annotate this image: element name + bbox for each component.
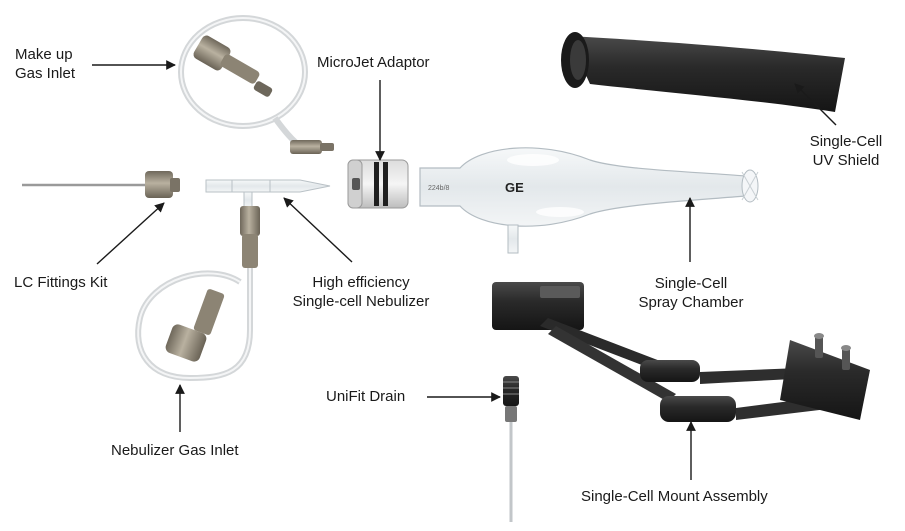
label-microjet-adaptor: MicroJet Adaptor (317, 54, 430, 71)
makeup-gas-inlet-part (178, 15, 334, 154)
uv-shield-part (561, 32, 845, 112)
label-nebulizer: High efficiency Single-cell Nebulizer (292, 274, 430, 310)
chamber-code: 224b/8 (428, 185, 450, 192)
label-makeup-gas-inlet: Make up Gas Inlet (15, 46, 76, 82)
lc-fittings-kit-part (22, 171, 180, 198)
spray-chamber-part: GE 224b/8 (419, 147, 759, 254)
label-nebulizer-gas-inlet: Nebulizer Gas Inlet (111, 442, 239, 459)
unifit-drain-part (503, 376, 519, 522)
nebulizer-part (205, 179, 331, 209)
label-unifit-drain: UniFit Drain (326, 388, 406, 405)
arrow-nebulizer (283, 197, 353, 263)
arrow-lc-fittings (96, 202, 165, 265)
ge-logo: GE (505, 180, 524, 195)
callout-arrows (92, 60, 837, 480)
microjet-adaptor-part (347, 159, 409, 209)
mount-assembly-part (492, 282, 870, 422)
label-uv-shield: Single-Cell UV Shield (809, 133, 883, 169)
label-lc-fittings-kit: LC Fittings Kit (14, 274, 108, 291)
label-mount-assembly: Single-Cell Mount Assembly (581, 488, 768, 505)
nebulizer-gas-inlet-part (135, 206, 260, 382)
arrow-uv-shield (794, 83, 837, 126)
label-spray-chamber: Single-Cell Spray Chamber (638, 275, 744, 311)
